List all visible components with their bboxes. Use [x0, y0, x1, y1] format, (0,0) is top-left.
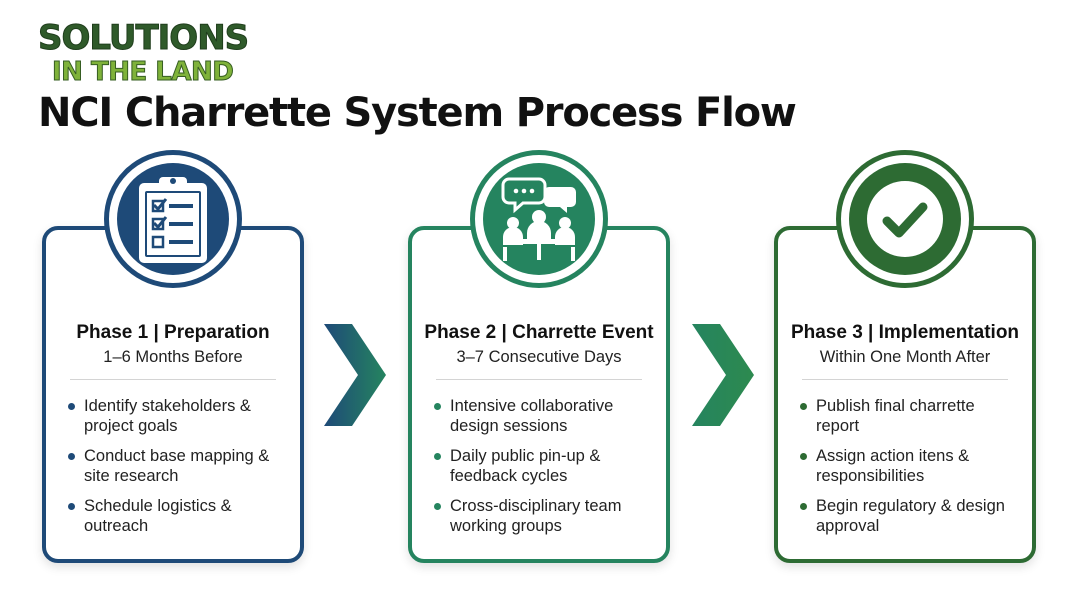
flow-arrow-1-icon [324, 324, 386, 426]
phase-3-task: Publish final charrette report [816, 397, 975, 435]
team-meeting-icon [501, 177, 576, 261]
bullet-icon [434, 403, 441, 410]
phase-2-task-list: Intensive collaborative design sessions … [434, 396, 656, 546]
phase-1-task: Schedule logistics & outreach [84, 497, 232, 535]
bullet-icon [434, 503, 441, 510]
phase-3-timing: Within One Month After [819, 348, 991, 366]
list-item: Cross-disciplinary team working groups [434, 496, 656, 536]
list-item: Intensive collaborative design sessions [434, 396, 656, 436]
bullet-icon [800, 503, 807, 510]
checkmark-icon [867, 181, 943, 257]
phase-1-title: Phase 1 | Preparation [76, 322, 270, 343]
phase-2-divider [436, 379, 642, 380]
phase-3-task: Begin regulatory & design approval [816, 497, 1005, 535]
list-item: Begin regulatory & design approval [800, 496, 1022, 536]
clipboard-checklist-icon [139, 177, 207, 263]
bullet-icon [434, 453, 441, 460]
phase-2-task: Intensive collaborative design sessions [450, 397, 614, 435]
phase-3-divider [802, 379, 1008, 380]
bullet-icon [68, 453, 75, 460]
list-item: Daily public pin-up & feedback cycles [434, 446, 656, 486]
phase-1-task: Conduct base mapping & site research [84, 447, 270, 485]
phase-2-task: Cross-disciplinary team working groups [450, 497, 622, 535]
bullet-icon [68, 403, 75, 410]
list-item: Schedule logistics & outreach [68, 496, 290, 536]
list-item: Publish final charrette report [800, 396, 1022, 436]
flow-arrow-2-icon [692, 324, 754, 426]
logo-line-1: SOLUTIONS [37, 18, 249, 59]
phase-1-task-list: Identify stakeholders & project goals Co… [68, 396, 290, 546]
phase-2-timing: 3–7 Consecutive Days [456, 348, 622, 366]
solutions-in-the-land-logo: SOLUTIONS IN THE LAND [37, 18, 249, 87]
phase-3-task-list: Publish final charrette report Assign ac… [800, 396, 1022, 546]
phase-3-title: Phase 3 | Implementation [790, 322, 1020, 343]
phase-3-task: Assign action itens & responsibilities [816, 447, 970, 485]
logo-line-2: IN THE LAND [51, 57, 234, 87]
list-item: Assign action itens & responsibilities [800, 446, 1022, 486]
phase-1-divider [70, 379, 276, 380]
page-title: NCI Charrette System Process Flow [38, 90, 797, 136]
bullet-icon [800, 403, 807, 410]
bullet-icon [800, 453, 807, 460]
bullet-icon [68, 503, 75, 510]
list-item: Identify stakeholders & project goals [68, 396, 290, 436]
phase-1-timing: 1–6 Months Before [103, 348, 243, 366]
phase-2-title: Phase 2 | Charrette Event [424, 322, 654, 343]
list-item: Conduct base mapping & site research [68, 446, 290, 486]
phase-2-badge [470, 150, 608, 288]
phase-3-badge [836, 150, 974, 288]
phase-1-badge [104, 150, 242, 288]
phase-2-task: Daily public pin-up & feedback cycles [450, 447, 601, 485]
phase-1-task: Identify stakeholders & project goals [84, 397, 251, 435]
